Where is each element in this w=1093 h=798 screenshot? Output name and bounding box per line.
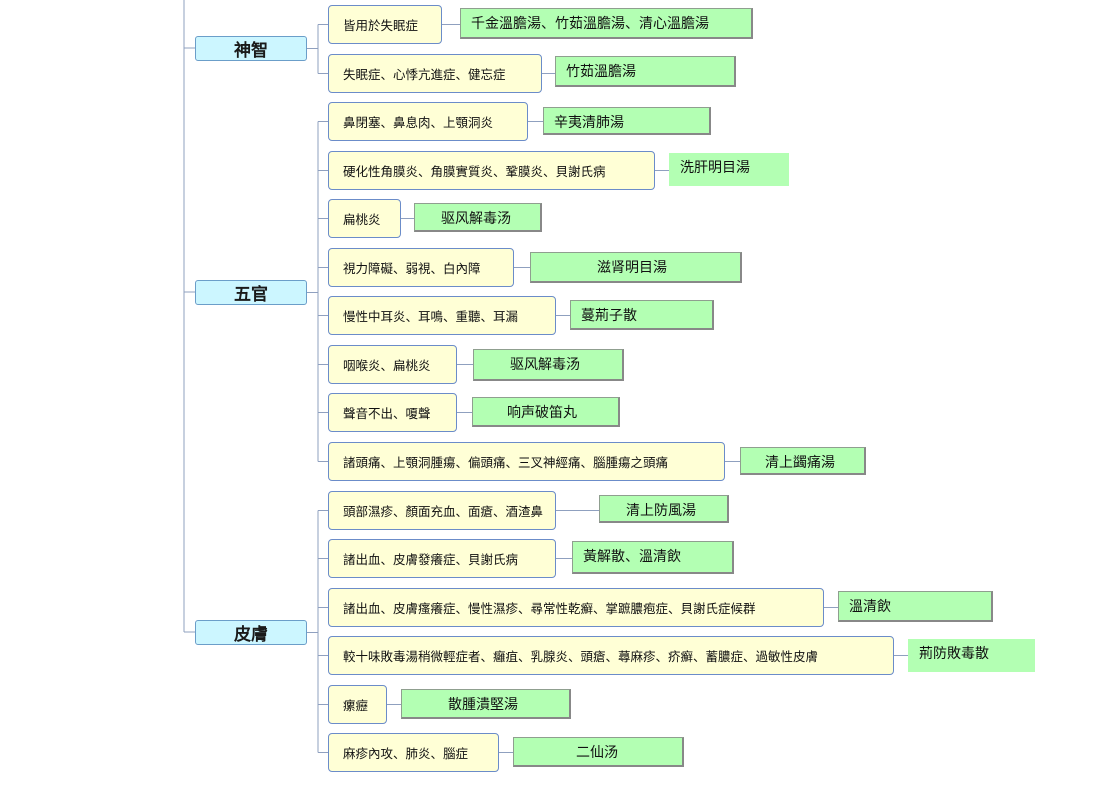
symptom-node: 聲音不出、嗄聲: [328, 393, 457, 432]
symptom-node: 視力障礙、弱視、白內障: [328, 248, 514, 287]
symptom-node: 瘰癧: [328, 685, 387, 724]
symptom-node: 諸頭痛、上顎洞腫瘍、偏頭痛、三叉神經痛、腦腫瘍之頭痛: [328, 442, 725, 481]
remedy-node: 千金溫膽湯、竹茹溫膽湯、清心溫膽湯: [460, 8, 753, 39]
remedy-node: 溫清飲: [838, 591, 993, 622]
symptom-node: 較十味敗毒湯稍微輕症者、癰疽、乳腺炎、頭瘡、蕁麻疹、疥癬、蓄膿症、過敏性皮膚: [328, 636, 894, 675]
remedy-node: 荊防敗毒散: [908, 639, 1035, 672]
remedy-node: 竹茹溫膽湯: [555, 56, 736, 87]
remedy-node: 清上防風湯: [599, 495, 729, 523]
remedy-node: 辛夷清肺湯: [543, 107, 711, 135]
remedy-node: 驱风解毒汤: [414, 203, 542, 232]
category-wuguan: 五官: [195, 280, 307, 305]
remedy-node: 洗肝明目湯: [669, 153, 789, 186]
remedy-node: 二仙汤: [513, 737, 684, 767]
symptom-node: 硬化性角膜炎、角膜實質炎、鞏膜炎、貝謝氏病: [328, 151, 655, 190]
symptom-node: 麻疹內攻、肺炎、腦症: [328, 733, 499, 772]
remedy-node: 响声破笛丸: [472, 397, 620, 427]
symptom-node: 鼻閉塞、鼻息肉、上顎洞炎: [328, 102, 528, 141]
remedy-node: 黃解散、溫清飲: [572, 541, 734, 574]
symptom-node: 諸出血、皮膚發癢症、貝謝氏病: [328, 539, 556, 578]
remedy-node: 蔓荊子散: [570, 300, 714, 330]
symptom-node: 諸出血、皮膚瘙癢症、慢性濕疹、尋常性乾癬、掌蹠膿疱症、貝謝氏症候群: [328, 588, 824, 627]
symptom-node: 失眠症、心悸亢進症、健忘症: [328, 54, 542, 93]
symptom-node: 皆用於失眠症: [328, 5, 442, 44]
symptom-node: 咽喉炎、扁桃炎: [328, 345, 457, 384]
remedy-node: 驱风解毒汤: [473, 349, 624, 381]
symptom-node: 扁桃炎: [328, 199, 401, 238]
remedy-node: 滋肾明目湯: [530, 252, 742, 283]
symptom-node: 慢性中耳炎、耳鳴、重聽、耳漏: [328, 296, 556, 335]
remedy-node: 散腫潰堅湯: [401, 689, 571, 719]
remedy-node: 清上蠲痛湯: [740, 447, 866, 475]
symptom-node: 頭部濕疹、顏面充血、面瘡、酒渣鼻: [328, 491, 556, 530]
category-shenzhi: 神智: [195, 36, 307, 61]
category-pifu: 皮膚: [195, 620, 307, 645]
